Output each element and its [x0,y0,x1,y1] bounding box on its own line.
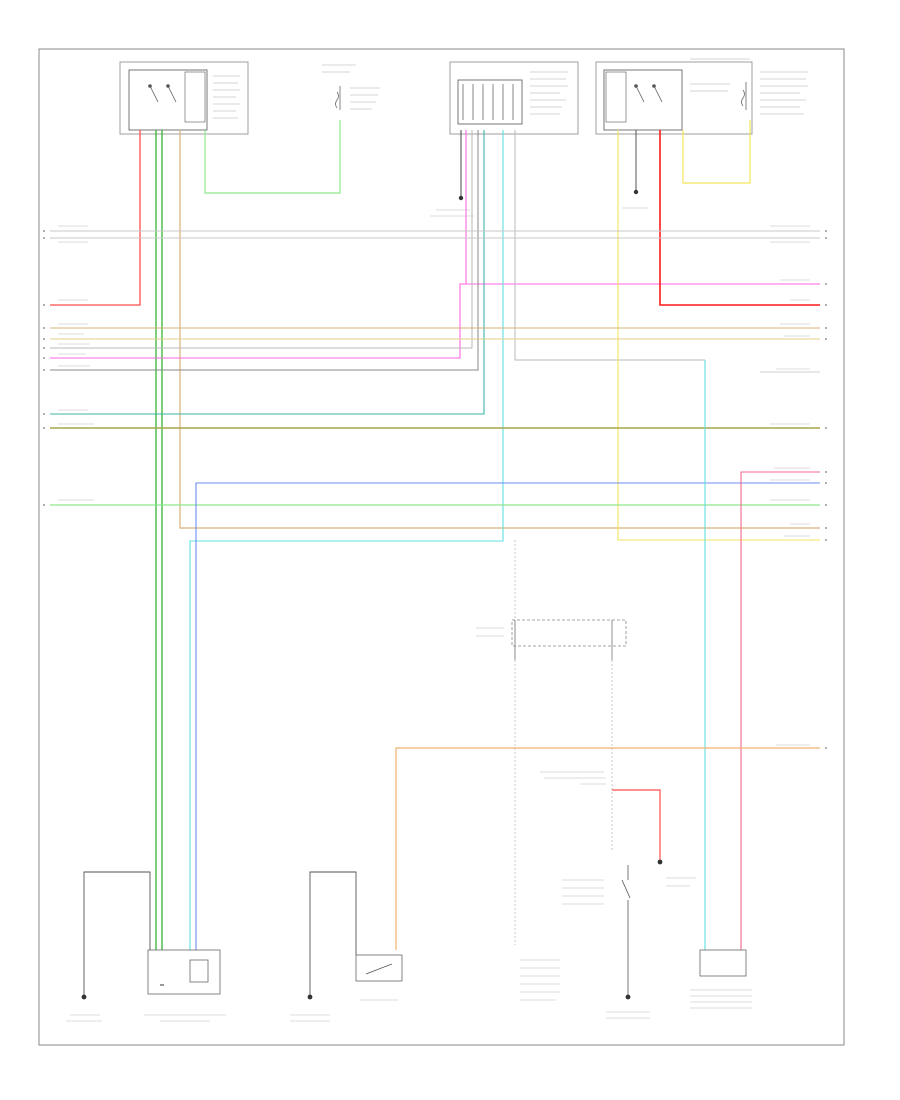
wire-pink [50,283,466,359]
wire-light-blue [189,130,504,950]
wire-light-pink [740,471,820,950]
wire-red [612,789,661,860]
sender-icon [147,949,221,995]
wire-light-green [204,120,341,194]
harness-bus-top [50,230,820,239]
wire-blue [195,482,820,950]
fuel-pump-relay-module [119,61,249,135]
ground-icon [625,994,631,1000]
wire-red [50,130,141,306]
wire-grey [514,130,705,361]
diagram-border [38,48,845,1046]
wire-labels [58,207,810,1022]
wire-grey [50,130,479,371]
ground-icon [633,189,639,195]
ground-icon [458,195,464,201]
transmission-relay-module [595,58,808,135]
wire-tan [179,130,820,529]
ground-icon [81,994,87,1000]
fuse-block-left [322,64,380,110]
terminal-marks [43,230,827,749]
inertia-switch [355,954,403,982]
wire-light-green [617,130,820,541]
wire-teal [50,130,485,415]
wire-black [83,871,151,995]
wire-black [309,871,357,995]
relay-switch-icon [634,84,663,103]
fuse-icon [741,82,747,110]
connector-icon [511,619,627,660]
relay-switch-icon [148,84,177,103]
output-speed-sensor-module [699,949,747,977]
fuse-icon [335,86,341,110]
wire-pink [465,130,820,285]
powertrain-control-module-connector [449,61,579,135]
wire-red [659,130,820,306]
ground-icon [657,859,663,865]
wire-yellow [682,120,751,184]
wire-grey [50,130,473,349]
ground-icon [307,994,313,1000]
pressure-switch-icon [621,865,631,995]
wire-orange [395,747,820,950]
